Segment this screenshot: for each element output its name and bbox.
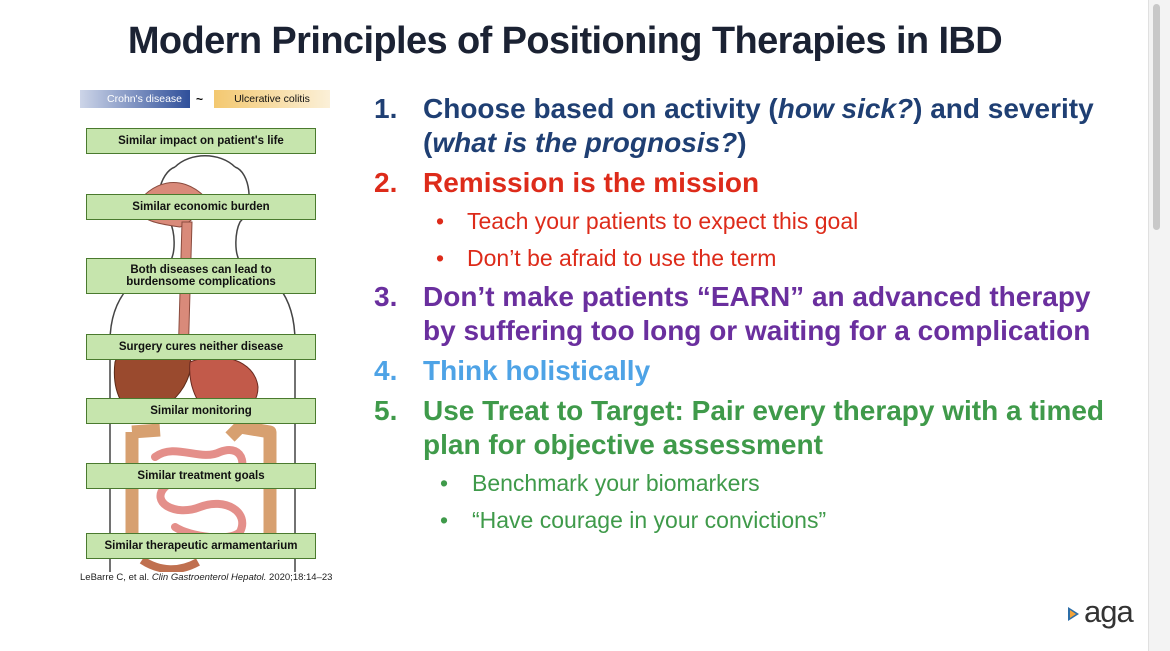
similarity-box-4: Surgery cures neither disease <box>86 334 316 360</box>
principle-4-text: Think holistically <box>423 355 651 386</box>
principle-number: 3. <box>374 281 398 312</box>
ibd-comparison-figure: Crohn's disease ~ Ulcerative colitis Sim… <box>80 88 330 572</box>
principle-1-text-a: Choose based on activity ( <box>423 93 778 124</box>
similarity-box-6: Similar treatment goals <box>86 463 316 489</box>
citation-ref: 2020;18:14–23 <box>269 572 333 583</box>
similarity-box-5: Similar monitoring <box>86 398 316 424</box>
principle-2-text: Remission is the mission <box>423 167 760 198</box>
scrollbar-thumb[interactable] <box>1153 4 1160 230</box>
principle-5-sub-2: •“Have courage in your convictions” <box>440 507 827 533</box>
legend-ulcerative-colitis: Ulcerative colitis <box>214 90 330 108</box>
similarity-box-3: Both diseases can lead to burdensome com… <box>86 258 316 294</box>
similarity-box-7: Similar therapeutic armamentarium <box>86 533 316 559</box>
sub-bullet-text: Don’t be afraid to use the term <box>467 245 777 271</box>
principle-1-emphasis-b: what is the prognosis? <box>432 127 738 158</box>
similarity-box-1: Similar impact on patient's life <box>86 128 316 154</box>
principle-2-sub-1: •Teach your patients to expect this goal <box>436 208 859 234</box>
principle-5: 5. Use Treat to Target: Pair every thera… <box>374 394 1114 462</box>
principle-number: 4. <box>374 355 398 386</box>
principle-number: 1. <box>374 93 398 124</box>
sub-bullet-text: Benchmark your biomarkers <box>472 470 760 496</box>
figure-legend: Crohn's disease ~ Ulcerative colitis <box>80 88 330 110</box>
principle-2: 2. Remission is the mission <box>374 166 1114 200</box>
citation: LeBarre C, et al. Clin Gastroenterol Hep… <box>80 572 332 583</box>
logo-arrow-accent-icon <box>1070 610 1076 618</box>
principle-1-text-b: ) and severity ( <box>423 93 1094 158</box>
principle-5-text: Use Treat to Target: Pair every therapy … <box>423 395 1105 460</box>
principles-list: 1. Choose based on activity (how sick?) … <box>374 92 1114 542</box>
legend-crohns: Crohn's disease <box>80 90 190 108</box>
sub-bullet-text: “Have courage in your convictions” <box>472 507 827 533</box>
principle-3-text: Don’t make patients “EARN” an advanced t… <box>423 281 1091 346</box>
principle-5-sub-1: •Benchmark your biomarkers <box>440 470 760 496</box>
principle-number: 2. <box>374 167 398 198</box>
citation-journal: Clin Gastroenterol Hepatol. <box>151 572 267 583</box>
legend-separator: ~ <box>196 92 204 106</box>
slide-title: Modern Principles of Positioning Therapi… <box>127 20 1003 62</box>
logo-text: aga <box>1084 594 1134 629</box>
principle-2-sub-2: •Don’t be afraid to use the term <box>436 245 777 271</box>
similarity-box-2: Similar economic burden <box>86 194 316 220</box>
principle-4: 4. Think holistically <box>374 354 1114 388</box>
principle-1-emphasis-a: how sick? <box>777 93 914 124</box>
sub-bullet-text: Teach your patients to expect this goal <box>467 208 859 234</box>
principle-number: 5. <box>374 395 398 426</box>
principle-1-text-c: ) <box>737 127 747 158</box>
citation-authors: LeBarre C, et al. <box>80 572 150 583</box>
aga-logo: aga <box>1068 594 1148 632</box>
principle-3: 3. Don’t make patients “EARN” an advance… <box>374 280 1114 348</box>
principle-1: 1. Choose based on activity (how sick?) … <box>374 92 1114 160</box>
